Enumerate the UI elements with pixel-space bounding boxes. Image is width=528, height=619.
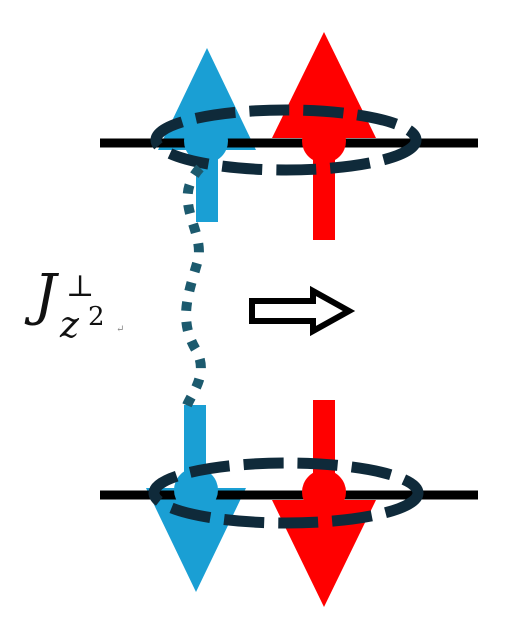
hollow-right-arrow-icon bbox=[249, 285, 356, 337]
bottom-blue-atom bbox=[174, 468, 218, 512]
coupling-superscript: ⊥ bbox=[66, 269, 95, 304]
interlayer-exchange-path bbox=[181, 164, 206, 410]
bottom-orbital-dashed-ellipse bbox=[148, 457, 424, 529]
top-blue-atom bbox=[184, 119, 228, 163]
coupling-constant-label: J ⊥ z 2 ↵ bbox=[30, 268, 150, 358]
bottom-red-atom bbox=[302, 470, 346, 514]
coupling-subscript-power: 2 bbox=[88, 302, 105, 332]
paragraph-return-mark: ↵ bbox=[116, 324, 125, 335]
coupling-subscript: z bbox=[60, 305, 79, 346]
top-orbital-dashed-ellipse bbox=[150, 104, 422, 176]
top-red-atom bbox=[302, 119, 346, 163]
top-site bbox=[100, 32, 478, 240]
coupling-symbol: J bbox=[34, 263, 57, 328]
bottom-site bbox=[100, 400, 478, 607]
